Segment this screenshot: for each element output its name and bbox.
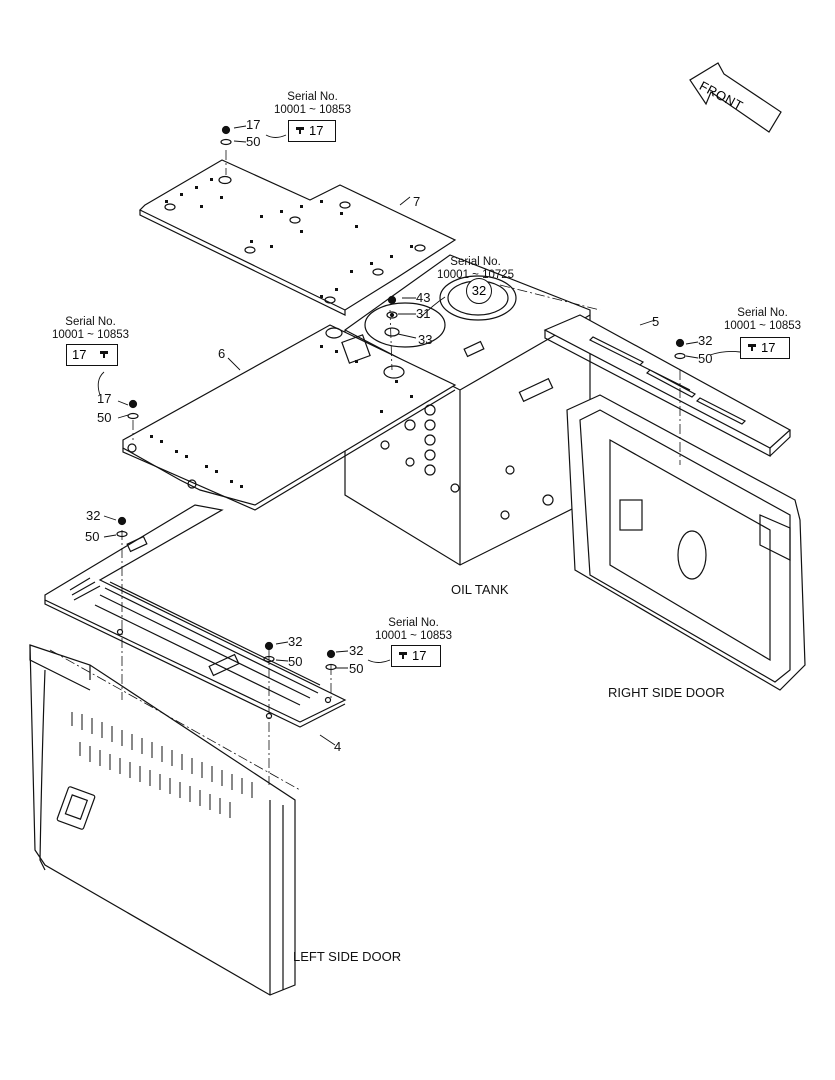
serial-part-box-left: 17 <box>66 344 118 366</box>
serial-part-box-bottom: 17 <box>391 645 441 667</box>
caption-right-side-door: RIGHT SIDE DOOR <box>608 685 725 700</box>
serial-callout-top: Serial No. 10001 ~ 10853 <box>274 91 352 116</box>
part-label-32: 32 <box>349 643 364 658</box>
part-label-43: 43 <box>416 290 431 305</box>
part-circle-32: 32 <box>466 278 492 304</box>
serial-part-box-top: 17 <box>288 120 336 142</box>
fastener-markers <box>116 125 686 671</box>
part-label-50: 50 <box>85 529 100 544</box>
serial-callout-right: Serial No. 10001 ~ 10853 <box>724 307 802 332</box>
caption-left-side-door: LEFT SIDE DOOR <box>293 949 402 964</box>
assembly-lines <box>49 150 681 791</box>
bolt-icon <box>748 344 756 351</box>
part-label-17: 17 <box>97 391 112 406</box>
part-label-6: 6 <box>218 346 226 361</box>
part-label-50: 50 <box>246 134 261 149</box>
bolt-icon <box>399 652 407 659</box>
panel-7 <box>138 159 457 316</box>
part-label-17: 17 <box>246 117 261 132</box>
panel-4 <box>44 504 347 728</box>
leader-lines <box>97 125 741 746</box>
part-label-33: 33 <box>418 332 433 347</box>
part-label-50: 50 <box>97 410 112 425</box>
serial-part-box-right: 17 <box>740 337 790 359</box>
caption-oil-tank: OIL TANK <box>451 582 509 597</box>
panel-6 <box>122 324 457 511</box>
part-label-32: 32 <box>288 634 303 649</box>
part-label-50: 50 <box>698 351 713 366</box>
serial-callout-left: Serial No. 10001 ~ 10853 <box>52 316 130 341</box>
bolt-icon <box>296 127 304 134</box>
left-side-door <box>29 644 296 996</box>
part-label-5: 5 <box>652 314 660 329</box>
part-label-32: 32 <box>86 508 101 523</box>
part-label-31: 31 <box>416 306 431 321</box>
panel-5 <box>543 314 792 457</box>
part-label-32: 32 <box>698 333 713 348</box>
serial-callout-bottom: Serial No. 10001 ~ 10853 <box>375 617 453 642</box>
serial-callout-tank: Serial No. 10001 ~ 10725 <box>437 256 515 281</box>
bolt-icon <box>100 351 108 358</box>
part-label-50: 50 <box>349 661 364 676</box>
right-side-door <box>566 394 806 691</box>
part-label-7: 7 <box>413 194 421 209</box>
part-label-50: 50 <box>288 654 303 669</box>
part-label-4: 4 <box>334 739 342 754</box>
front-arrow <box>689 62 782 133</box>
